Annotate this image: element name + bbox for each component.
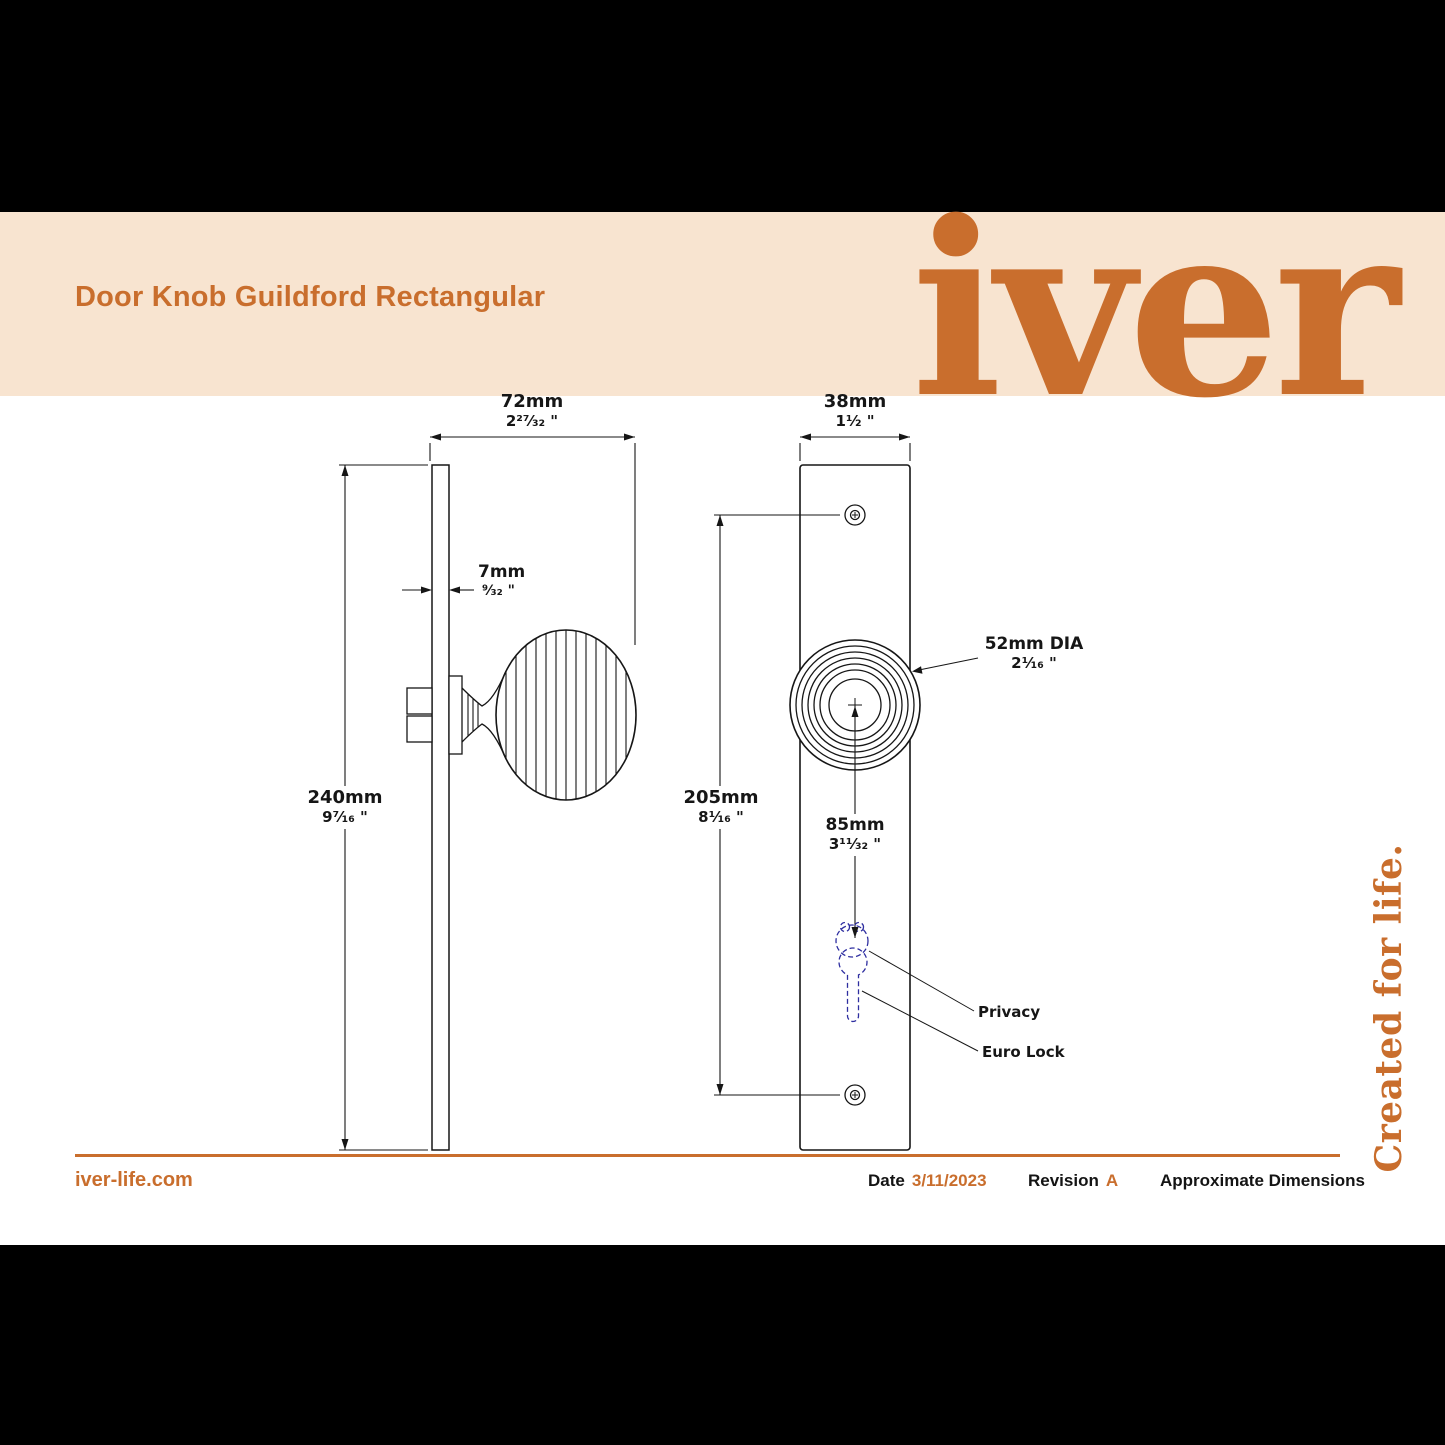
dim-plate-width-inch: 1¹⁄₂ " — [835, 412, 875, 431]
side-view-plate — [431, 464, 450, 1151]
dim-plate-width-mm: 38mm — [823, 391, 887, 412]
dim-knob-diameter-inch: 2¹⁄₁₆ " — [1011, 654, 1057, 673]
privacy-cutout-lobe-right — [853, 921, 865, 933]
approximate-dimensions-note: Approximate Dimensions — [1160, 1171, 1365, 1190]
dim-fixing-centres-inch: 8¹⁄₁₆ " — [698, 808, 744, 827]
footer-rule — [75, 1154, 1340, 1157]
privacy-leader-line — [868, 950, 975, 1012]
dim-plate-width: 38mm 1¹⁄₂ " — [795, 391, 915, 432]
dim-knob-diameter-mm: 52mm DIA — [984, 634, 1084, 654]
date-label: Date — [868, 1171, 905, 1190]
iver-logo: iver — [911, 169, 1400, 451]
keyhole-options — [835, 921, 869, 1023]
leader-lines — [861, 950, 979, 1052]
revision-value: A — [1105, 1171, 1119, 1190]
dim-plate-thickness-mm: 7mm — [478, 562, 526, 582]
dimension-arrowheads — [341, 433, 923, 1150]
side-view-knob — [448, 629, 637, 801]
knob-reeding — [505, 630, 627, 800]
dim-plate-thickness: 7mm ⁹⁄₃₂ " — [478, 562, 558, 600]
revision-field: Revision A — [1028, 1171, 1118, 1191]
front-view-screws — [844, 504, 866, 1106]
euro-cylinder-cutout — [838, 947, 868, 1023]
euro-leader-line — [861, 990, 979, 1052]
dim-centre-to-keyhole-mm: 85mm — [825, 815, 885, 835]
privacy-cutout — [835, 924, 869, 958]
dim-knob-diameter: 52mm DIA 2¹⁄₁₆ " — [978, 634, 1090, 674]
tagline: Created for life. — [1368, 843, 1410, 1173]
dim-side-depth: 72mm 2²⁷⁄₃₂ " — [472, 391, 592, 432]
date-field: Date 3/11/2023 — [868, 1171, 987, 1191]
dim-plate-height-mm: 240mm — [307, 787, 383, 808]
dim-fixing-centres: 205mm 8¹⁄₁₆ " — [676, 786, 766, 829]
dim-side-depth-mm: 72mm — [500, 391, 564, 412]
dim-plate-thickness-inch: ⁹⁄₃₂ " — [482, 583, 515, 600]
page-title: Door Knob Guildford Rectangular — [75, 281, 546, 313]
euro-lock-label: Euro Lock — [982, 1043, 1065, 1061]
dim-side-depth-inch: 2²⁷⁄₃₂ " — [505, 412, 559, 431]
dim-centre-to-keyhole-inch: 3¹¹⁄₃₂ " — [828, 835, 882, 854]
dim-centre-to-keyhole: 85mm 3¹¹⁄₃₂ " — [810, 814, 900, 856]
privacy-cutout-lobe-left — [839, 921, 851, 933]
website-link: iver-life.com — [75, 1169, 193, 1191]
side-view-screw-detail — [406, 687, 433, 743]
dim-plate-height: 240mm 9⁷⁄₁₆ " — [300, 786, 390, 829]
date-value: 3/11/2023 — [911, 1171, 987, 1190]
revision-label: Revision — [1028, 1171, 1099, 1190]
header-band — [0, 212, 1445, 396]
dim-plate-height-inch: 9⁷⁄₁₆ " — [322, 808, 368, 827]
dim-fixing-centres-mm: 205mm — [683, 787, 759, 808]
privacy-label: Privacy — [978, 1003, 1041, 1021]
